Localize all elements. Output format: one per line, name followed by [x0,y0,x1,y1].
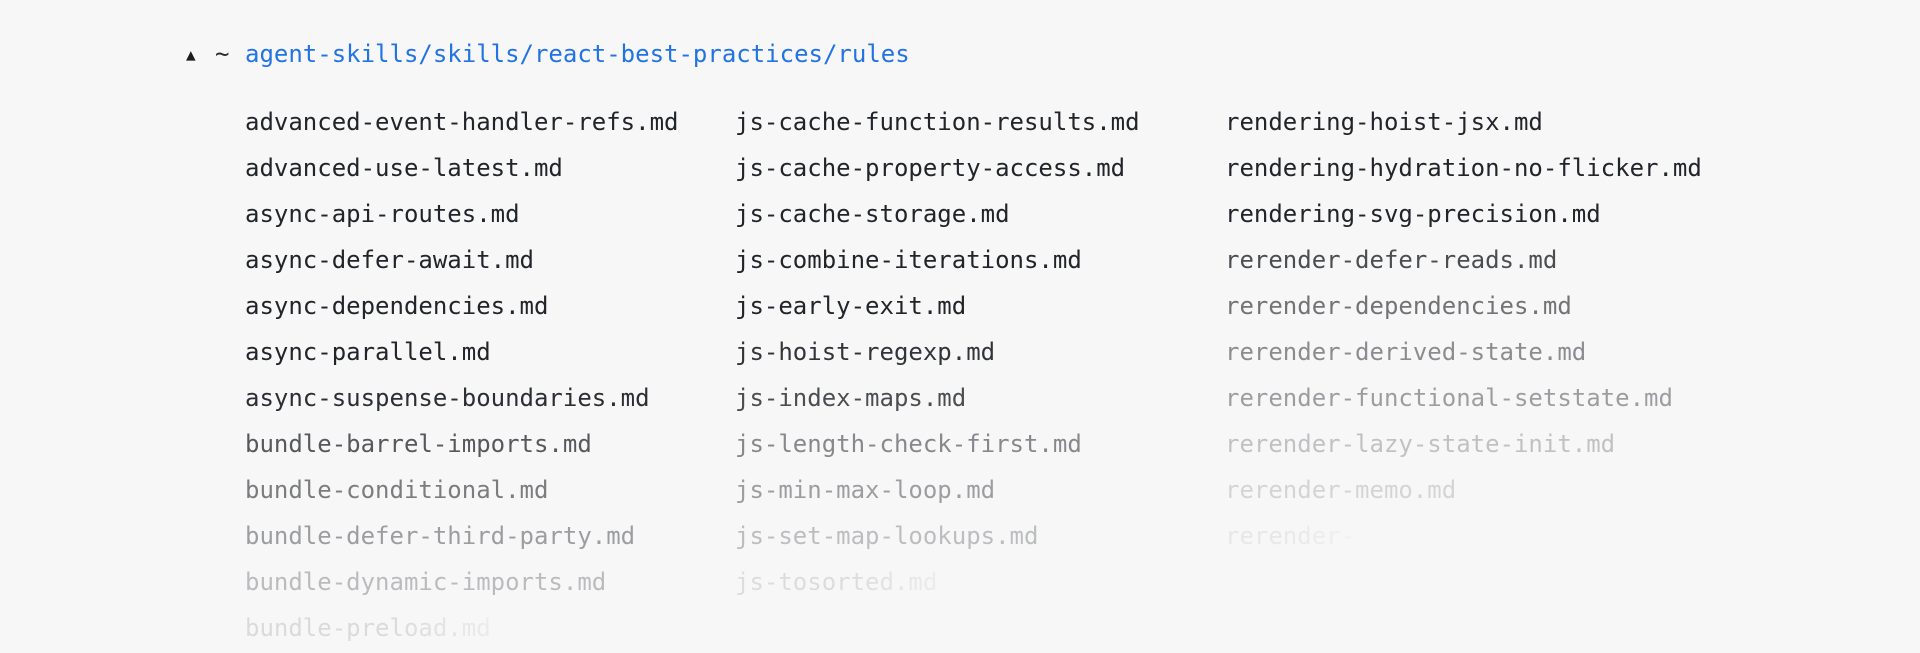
file-column-1: advanced-event-handler-refs.md advanced-u… [245,99,735,651]
file-item: bundle-dynamic-imports.md [245,568,607,596]
file-item: advanced-use-latest.md [245,154,563,182]
file-item: js-length-check-first.md [735,430,1082,458]
collapse-triangle-icon[interactable]: ▲ [186,44,196,64]
file-item: js-hoist-regexp.md [735,338,996,366]
file-item: js-early-exit.md [735,292,967,320]
file-item: bundle-defer-third-party.md [245,522,636,550]
file-item: rendering-svg-precision.md [1225,200,1601,228]
file-item: async-api-routes.md [245,200,520,228]
file-item: rerender-memo.md [1225,476,1457,504]
home-directory-symbol: ~ [215,40,230,68]
file-item: js-cache-storage.md [735,200,1010,228]
file-item: rendering-hydration-no-flicker.md [1225,154,1702,182]
file-item: js-index-maps.md [735,384,967,412]
listing-header: ▲ ~ agent-skills/skills/react-best-pract… [186,40,910,68]
file-item: rerender-defer-reads.md [1225,246,1558,274]
file-item: js-cache-function-results.md [735,108,1140,136]
file-item: async-parallel.md [245,338,491,366]
file-item: rendering-hoist-jsx.md [1225,108,1543,136]
directory-path-link[interactable]: agent-skills/skills/react-best-practices… [245,40,910,68]
file-item: js-cache-property-access.md [735,154,1126,182]
file-item: js-set-map-lookups.md [735,522,1039,550]
file-item: async-dependencies.md [245,292,549,320]
file-item: bundle-barrel-imports.md [245,430,592,458]
file-item: bundle-preload.md [245,614,491,642]
file-item: rerender-functional-setstate.md [1225,384,1673,412]
file-item: rerender-derived-state.md [1225,338,1587,366]
file-item: js-tosorted.md [735,568,938,596]
file-item: js-combine-iterations.md [735,246,1082,274]
file-item: bundle-conditional.md [245,476,549,504]
file-column-3: rendering-hoist-jsx.md rendering-hydratio… [1225,99,1715,651]
file-item: async-suspense-boundaries.md [245,384,650,412]
file-item: async-defer-await.md [245,246,534,274]
file-item: rerender- [1225,522,1356,550]
file-item: rerender-lazy-state-init.md [1225,430,1616,458]
file-item: advanced-event-handler-refs.md [245,108,679,136]
file-item: rerender-dependencies.md [1225,292,1572,320]
file-column-2: js-cache-function-results.md js-cache-pro… [735,99,1225,651]
file-grid: advanced-event-handler-refs.md advanced-u… [245,99,1715,651]
file-item: js-min-max-loop.md [735,476,996,504]
